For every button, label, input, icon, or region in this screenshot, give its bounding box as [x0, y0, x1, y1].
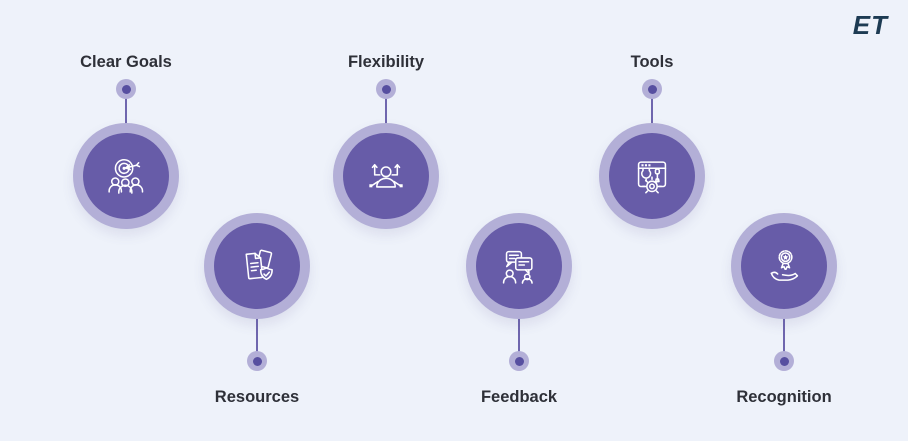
flexible-person-icon [369, 163, 403, 188]
icon-bubble [333, 123, 439, 229]
documents-shield-icon [245, 249, 273, 281]
connector-dot [247, 351, 267, 371]
connector-dot [116, 79, 136, 99]
icon-disc [214, 223, 300, 309]
icon-bubble [73, 123, 179, 229]
award-hand-icon [770, 250, 799, 281]
icon-bubble [466, 213, 572, 319]
icon-disc [476, 223, 562, 309]
icon-disc [343, 133, 429, 219]
icon-bubble [204, 213, 310, 319]
item-label: Recognition [736, 388, 832, 406]
team-target-icon [108, 158, 144, 194]
icon-bubble [731, 213, 837, 319]
icon-disc [83, 133, 169, 219]
connector-dot [509, 351, 529, 371]
icon-disc [609, 133, 695, 219]
brand-logo: ET [852, 10, 888, 40]
connector-dot [376, 79, 396, 99]
item-label: Clear Goals [80, 53, 172, 71]
chat-feedback-icon [502, 250, 533, 284]
item-label: Resources [214, 388, 300, 406]
item-label: Feedback [480, 388, 558, 406]
connector-dot [642, 79, 662, 99]
item-label: Flexibility [347, 53, 425, 71]
item-label: Tools [630, 53, 674, 71]
icon-bubble [599, 123, 705, 229]
icon-disc [741, 223, 827, 309]
tools-window-icon [637, 161, 667, 194]
connector-dot [774, 351, 794, 371]
